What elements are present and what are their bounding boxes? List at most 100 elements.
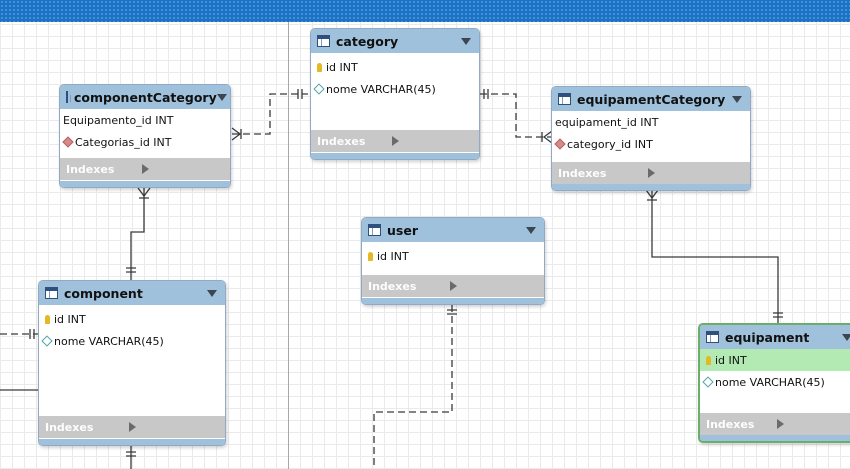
column-label: category_id INT (567, 137, 653, 151)
table-name: category (336, 33, 399, 49)
column-icon (702, 376, 714, 388)
column-label: id INT (715, 353, 747, 367)
table-icon (706, 331, 719, 343)
table-footer (311, 153, 479, 159)
indexes-section[interactable]: Indexes (362, 275, 544, 297)
indexes-section[interactable]: Indexes (60, 158, 230, 180)
one-mark-user-bottom (447, 309, 457, 315)
table-footer (60, 181, 230, 187)
table-name: componentCategory (74, 89, 217, 105)
relationship-category-equipamentCategory (480, 93, 552, 138)
table-component[interactable]: component id INT nome VARCHAR(45) Indexe… (38, 280, 226, 446)
indexes-label: Indexes (45, 420, 94, 434)
column-row[interactable]: nome VARCHAR(45) (700, 371, 850, 393)
expand-arrow-icon[interactable] (449, 281, 539, 291)
primary-key-icon (365, 251, 375, 261)
table-icon (45, 287, 58, 299)
table-icon (368, 224, 381, 236)
collapse-arrow-icon[interactable] (207, 289, 217, 297)
table-icon (558, 93, 571, 105)
foreign-key-icon (62, 136, 74, 148)
indexes-section[interactable]: Indexes (552, 162, 750, 184)
column-row[interactable]: id INT (311, 56, 479, 78)
expand-arrow-icon[interactable] (391, 136, 474, 146)
crowsfoot-equipamentCategory-equipament (645, 189, 659, 201)
column-label: id INT (377, 249, 409, 263)
table-user[interactable]: user id INT Indexes (361, 217, 545, 305)
table-icon (317, 35, 330, 47)
column-label: nome VARCHAR(45) (326, 82, 436, 96)
table-name: user (387, 222, 418, 238)
indexes-section[interactable]: Indexes (39, 416, 225, 438)
column-label: nome VARCHAR(45) (54, 334, 164, 348)
indexes-label: Indexes (706, 417, 755, 431)
column-label: equipament_id INT (555, 115, 659, 129)
expand-arrow-icon[interactable] (647, 168, 745, 178)
table-header[interactable]: equipament (700, 325, 850, 349)
column-row[interactable]: category_id INT (552, 133, 750, 155)
collapse-arrow-icon[interactable] (526, 226, 536, 234)
indexes-label: Indexes (317, 134, 366, 148)
primary-key-icon (703, 355, 713, 365)
relationship-equipamentCategory-equipament (651, 190, 779, 323)
column-label: id INT (54, 312, 86, 326)
relationship-componentCategory-category (232, 93, 308, 135)
column-row[interactable]: Categorias_id INT (60, 131, 230, 153)
expand-arrow-icon[interactable] (776, 419, 850, 429)
primary-key-icon (314, 62, 324, 72)
column-label: Categorias_id INT (75, 135, 172, 149)
table-footer (362, 298, 544, 304)
collapse-arrow-icon[interactable] (461, 37, 471, 45)
column-icon (313, 83, 325, 95)
column-row-selected[interactable]: id INT (700, 349, 850, 371)
column-label: Equipamento_id INT (63, 113, 174, 127)
collapse-arrow-icon[interactable] (842, 333, 850, 341)
column-row[interactable]: id INT (362, 245, 544, 267)
relationship-componentCategory-component (130, 188, 145, 280)
one-mark-component-top (126, 267, 136, 273)
table-footer (39, 439, 225, 445)
collapse-arrow-icon[interactable] (216, 93, 227, 101)
expand-arrow-icon[interactable] (141, 164, 225, 174)
collapse-arrow-icon[interactable] (732, 95, 742, 103)
indexes-label: Indexes (368, 279, 417, 293)
table-equipament[interactable]: equipament id INT nome VARCHAR(45) Index… (698, 323, 850, 443)
table-footer (700, 435, 850, 441)
primary-key-icon (42, 314, 52, 324)
crowsfoot-equipamentCategory-category (541, 130, 553, 144)
one-mark-equipament-top (773, 312, 783, 318)
crowsfoot-componentCategory-category (231, 127, 242, 141)
table-header[interactable]: user (362, 218, 544, 242)
crowsfoot-componentCategory-component (137, 187, 151, 199)
table-name: component (64, 285, 143, 301)
table-equipamentCategory[interactable]: equipamentCategory equipament_id INT cat… (551, 86, 751, 191)
table-componentCategory[interactable]: componentCategory Equipamento_id INT Cat… (59, 84, 231, 188)
indexes-label: Indexes (558, 166, 607, 180)
indexes-section[interactable]: Indexes (700, 413, 850, 435)
relationship-user-offpage (373, 305, 453, 469)
column-icon (41, 335, 53, 347)
column-label: id INT (326, 60, 358, 74)
table-name: equipamentCategory (577, 91, 726, 107)
table-header[interactable]: componentCategory (60, 85, 230, 109)
indexes-section[interactable]: Indexes (311, 130, 479, 152)
column-row[interactable]: equipament_id INT (552, 111, 750, 133)
table-icon (66, 91, 71, 103)
expand-arrow-icon[interactable] (128, 422, 220, 432)
column-row[interactable]: nome VARCHAR(45) (39, 330, 225, 352)
table-header[interactable]: component (39, 281, 225, 305)
top-toolbar-strip (0, 0, 850, 22)
table-header[interactable]: equipamentCategory (552, 87, 750, 111)
table-category[interactable]: category id INT nome VARCHAR(45) Indexes (310, 28, 480, 160)
table-name: equipament (725, 329, 810, 345)
column-row[interactable]: id INT (39, 308, 225, 330)
table-header[interactable]: category (311, 29, 479, 53)
one-mark-component-left (29, 329, 35, 339)
column-row[interactable]: nome VARCHAR(45) (311, 78, 479, 100)
one-mark-component-bottom (126, 451, 136, 457)
table-footer (552, 184, 750, 190)
one-mark-category-left (297, 89, 303, 99)
column-row[interactable]: Equipamento_id INT (60, 109, 230, 131)
indexes-label: Indexes (66, 162, 115, 176)
